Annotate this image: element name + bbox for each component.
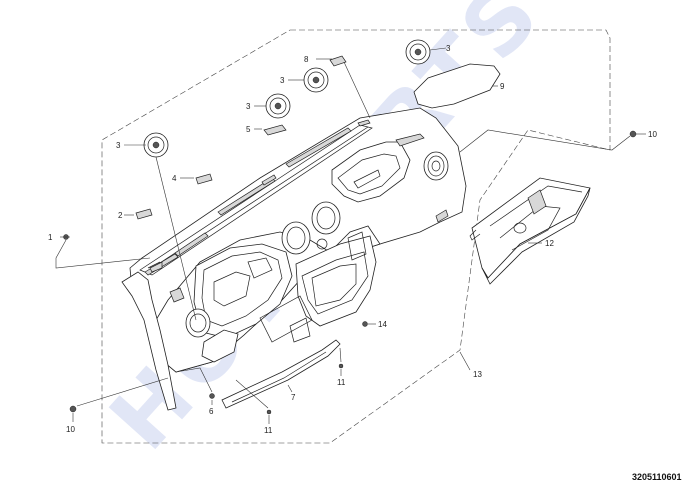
screw-6 bbox=[209, 393, 215, 399]
callout-5: 5 bbox=[246, 125, 251, 134]
clip-4 bbox=[195, 173, 213, 185]
clip-5 bbox=[263, 124, 287, 136]
assembly-boundary bbox=[101, 29, 611, 444]
leader-lines bbox=[55, 47, 646, 424]
part-code: 3205110601 bbox=[632, 472, 682, 482]
callout-4: 4 bbox=[172, 174, 177, 183]
clip-8 bbox=[329, 55, 347, 67]
round-vent-1 bbox=[143, 132, 169, 158]
callout-11: 11 bbox=[264, 426, 273, 435]
callout-8: 8 bbox=[304, 55, 309, 64]
round-vent-2 bbox=[265, 93, 291, 119]
clip-2 bbox=[135, 208, 153, 220]
callout-1: 1 bbox=[48, 233, 53, 242]
callout-labels: 1 2 3 3 3 3 4 5 6 7 8 9 10 10 11 11 12 1… bbox=[48, 44, 657, 435]
callout-3: 3 bbox=[246, 102, 251, 111]
callout-12: 12 bbox=[545, 239, 554, 248]
callout-3: 3 bbox=[446, 44, 451, 53]
callout-2: 2 bbox=[118, 211, 123, 220]
callout-11: 11 bbox=[337, 378, 346, 387]
glove-box bbox=[469, 177, 591, 285]
screw-11a bbox=[338, 363, 344, 369]
screw-10a bbox=[69, 405, 77, 413]
round-vent-3 bbox=[303, 67, 329, 93]
round-vent-4 bbox=[405, 39, 431, 65]
cover-panel-9 bbox=[413, 63, 501, 109]
callout-14: 14 bbox=[378, 320, 387, 329]
callout-10: 10 bbox=[648, 130, 657, 139]
callout-9: 9 bbox=[500, 82, 505, 91]
dashboard-panel bbox=[121, 107, 467, 411]
callout-3: 3 bbox=[280, 76, 285, 85]
lower-trim-7 bbox=[221, 339, 341, 409]
screw-11b bbox=[266, 409, 272, 415]
clip-14 bbox=[362, 321, 368, 327]
screw-10b bbox=[629, 130, 637, 138]
callout-6: 6 bbox=[209, 407, 214, 416]
callout-3: 3 bbox=[116, 141, 121, 150]
callout-13: 13 bbox=[473, 370, 482, 379]
callout-7: 7 bbox=[291, 393, 296, 402]
callout-10: 10 bbox=[66, 425, 75, 434]
